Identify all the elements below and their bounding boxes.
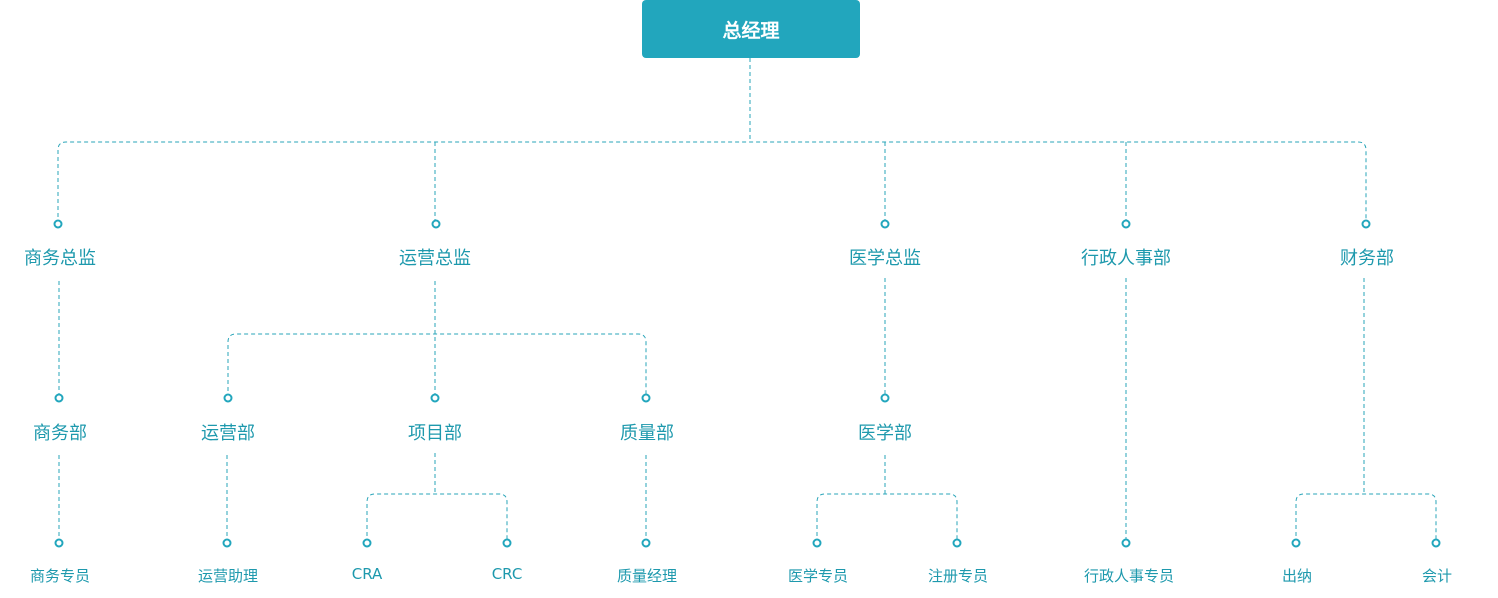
node-dot [1121, 538, 1131, 548]
connector-medical-bus [816, 493, 958, 543]
node-dot [223, 393, 233, 403]
node-medical-director: 医学总监 [849, 248, 921, 269]
node-crc: CRC [491, 565, 523, 583]
node-medical-specialist: 医学专员 [787, 567, 849, 585]
node-business-director: 商务总监 [24, 248, 96, 269]
node-dot [880, 393, 890, 403]
node-dot [880, 219, 890, 229]
node-dot [952, 538, 962, 548]
connector-finance-bus [1295, 493, 1437, 543]
node-admin-hr-specialist: 行政人事专员 [1083, 567, 1175, 585]
node-operations-director: 运营总监 [399, 248, 471, 269]
connector-project-bus [366, 493, 508, 543]
node-finance-dept: 财务部 [1340, 248, 1394, 269]
node-dot [1431, 538, 1441, 548]
node-cashier: 出纳 [1281, 567, 1313, 585]
node-dot [54, 538, 64, 548]
node-cra: CRA [351, 565, 383, 583]
node-quality-dept: 质量部 [620, 423, 674, 444]
node-dot [641, 393, 651, 403]
node-dot [431, 219, 441, 229]
node-accountant: 会计 [1421, 567, 1453, 585]
node-dot [502, 538, 512, 548]
node-dot [222, 538, 232, 548]
node-dot [1291, 538, 1301, 548]
connector-level1-bus [57, 141, 1367, 224]
node-dot [362, 538, 372, 548]
root-node-general-manager: 总经理 [642, 0, 860, 58]
root-node-label: 总经理 [722, 19, 780, 42]
node-registration-specialist: 注册专员 [927, 567, 989, 585]
node-dot [430, 393, 440, 403]
node-business-dept: 商务部 [33, 423, 87, 444]
node-operations-dept: 运营部 [201, 423, 255, 444]
node-operations-assistant: 运营助理 [197, 567, 259, 585]
node-dot [641, 538, 651, 548]
connector-ops-bus [227, 333, 647, 398]
node-dot [1361, 219, 1371, 229]
node-dot [1121, 219, 1131, 229]
node-dot [53, 219, 63, 229]
node-admin-hr-dept: 行政人事部 [1081, 248, 1171, 269]
node-dot [812, 538, 822, 548]
node-medical-dept: 医学部 [858, 423, 912, 444]
node-business-specialist: 商务专员 [29, 567, 91, 585]
node-project-dept: 项目部 [408, 423, 462, 444]
node-quality-manager: 质量经理 [616, 567, 678, 585]
node-dot [54, 393, 64, 403]
